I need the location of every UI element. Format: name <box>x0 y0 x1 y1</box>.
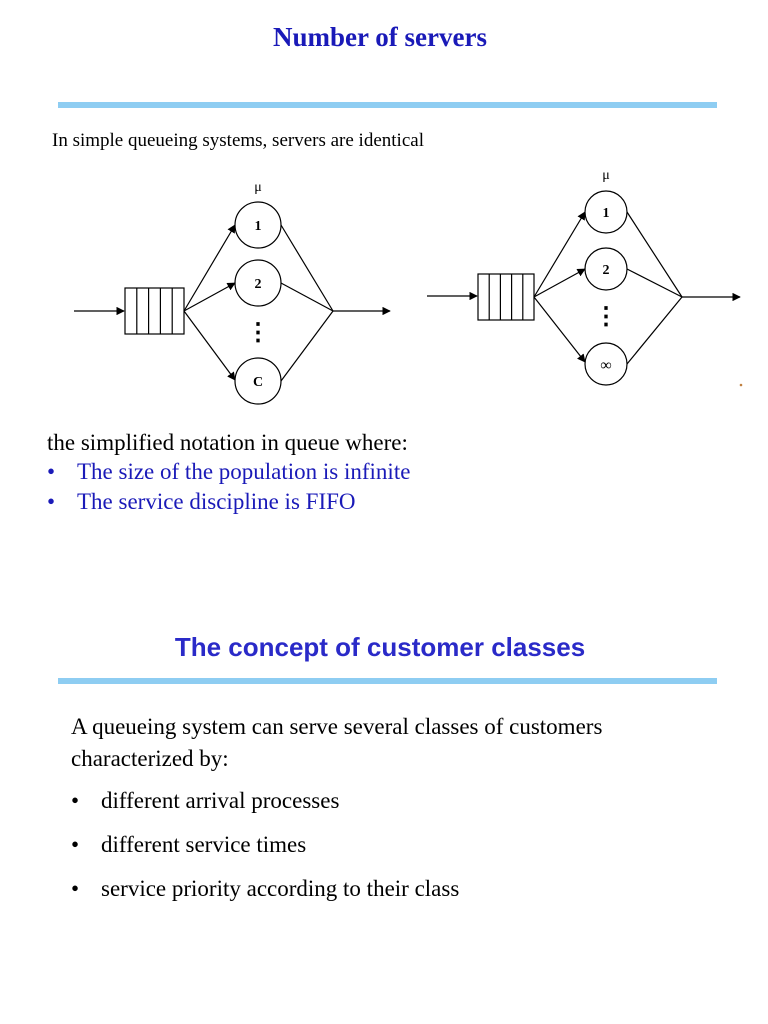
ellipsis-label: ⋮ <box>594 304 618 330</box>
stray-dot <box>739 383 743 387</box>
server-label: ∞ <box>600 357 611 374</box>
list-item: • service priority according to their cla… <box>71 874 459 904</box>
list-item-text: The service discipline is FIFO <box>77 489 356 514</box>
list-item-text: different arrival processes <box>101 788 340 813</box>
list-item: • The service discipline is FIFO <box>47 487 410 517</box>
server-label: 2 <box>255 277 262 292</box>
slide-title-number-of-servers: Number of servers <box>273 22 487 52</box>
bullet-marker: • <box>47 459 56 484</box>
slide-title-customer-classes: The concept of customer classes <box>174 632 586 662</box>
title-divider <box>58 102 717 108</box>
bullet-marker: • <box>71 788 80 813</box>
queue-buffer <box>477 273 535 321</box>
classes-bullet-list: • different arrival processes • different … <box>71 786 459 918</box>
server-label: C <box>253 375 263 390</box>
mu-label: μ <box>602 168 610 183</box>
server-label: 1 <box>603 206 610 221</box>
server-label: 1 <box>255 219 262 234</box>
left-queue-diagram <box>74 201 391 405</box>
intro-text: In simple queueing systems, servers are … <box>52 130 424 151</box>
list-item-text: different service times <box>101 832 307 857</box>
classes-paragraph: A queueing system can serve several clas… <box>71 714 603 771</box>
bullet-marker: • <box>71 876 80 901</box>
server-label: 2 <box>603 263 610 278</box>
list-item: • different arrival processes <box>71 786 459 816</box>
list-item-text: The size of the population is infinite <box>77 459 411 484</box>
bullet-marker: • <box>71 832 80 857</box>
ellipsis-label: ⋮ <box>246 320 270 346</box>
mu-label: μ <box>254 180 262 195</box>
list-item: • different service times <box>71 830 459 860</box>
notation-text: the simplified notation in queue where: <box>47 430 408 455</box>
right-queue-diagram <box>427 190 741 386</box>
list-item: • The size of the population is infinite <box>47 457 410 487</box>
queue-buffer <box>124 287 185 335</box>
queue-diagrams: μ 1 2 C ⋮ μ 1 2 ∞ ⋮ <box>74 168 743 405</box>
list-item-text: service priority according to their clas… <box>101 876 460 901</box>
notation-bullet-list: •The size of the population is infinite … <box>47 457 410 517</box>
bullet-marker: • <box>47 489 56 514</box>
title-divider <box>58 678 717 684</box>
